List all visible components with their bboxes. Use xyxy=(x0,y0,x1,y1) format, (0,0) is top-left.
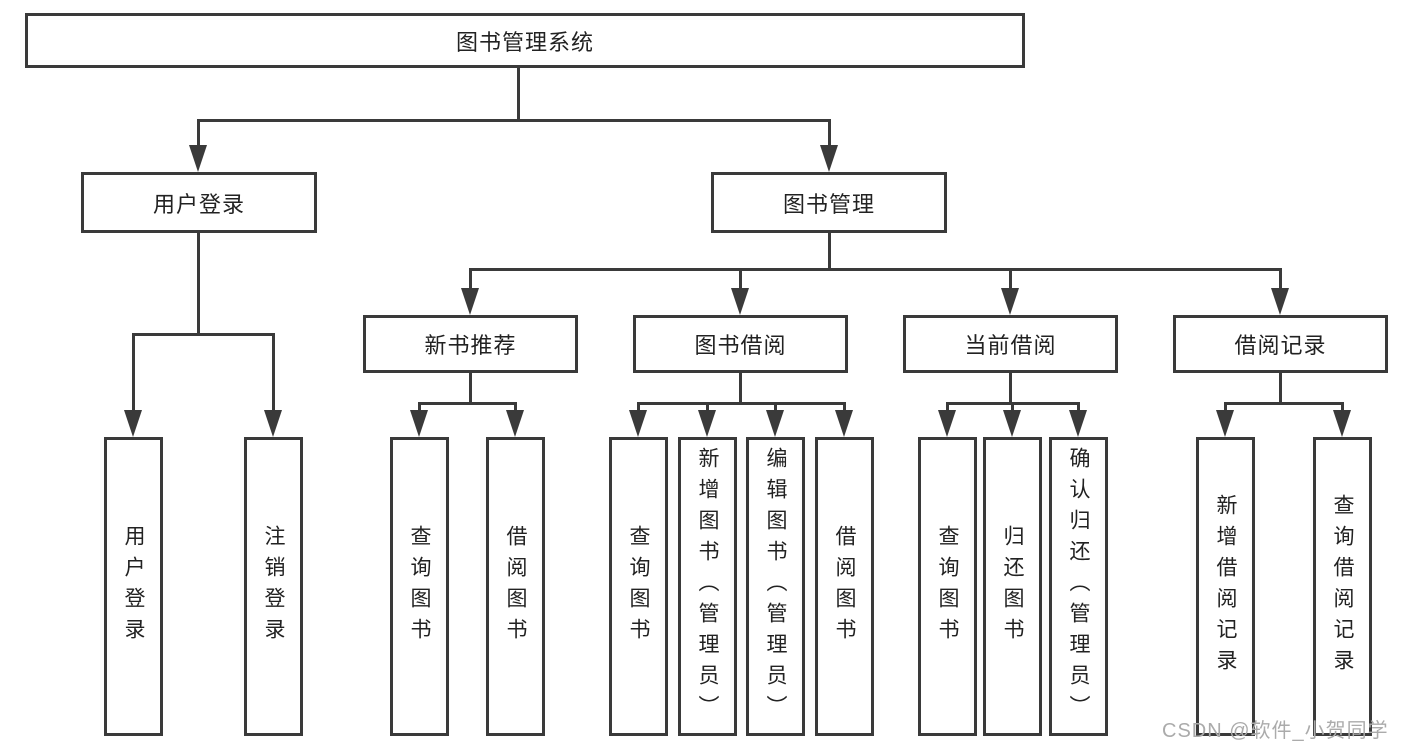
node-label: 用户登录 xyxy=(122,524,145,649)
arrow-down-icon xyxy=(1333,410,1351,437)
node-root: 图书管理系统 xyxy=(25,13,1025,68)
connector-drop xyxy=(272,333,275,411)
node-book-management: 图书管理 xyxy=(711,172,947,233)
arrow-down-icon xyxy=(698,410,716,437)
arrow-down-icon xyxy=(1003,410,1021,437)
node-logout: 注销登录 xyxy=(244,437,303,736)
node-query-borrow-record: 查询借阅记录 xyxy=(1313,437,1372,736)
node-label: 编辑图书（管理员） xyxy=(764,447,787,726)
connector-stem xyxy=(1009,373,1012,405)
connector-stem xyxy=(1279,373,1282,405)
node-query-books-current: 查询图书 xyxy=(918,437,977,736)
connector-rail xyxy=(1224,402,1344,405)
connector-drop xyxy=(843,402,846,411)
node-new-book-recommend: 新书推荐 xyxy=(363,315,578,373)
connector-drop xyxy=(1009,268,1012,289)
arrow-down-icon xyxy=(264,410,282,437)
node-book-borrow: 图书借阅 xyxy=(633,315,848,373)
node-label: 借阅图书 xyxy=(833,524,856,649)
connector-drop xyxy=(946,402,949,411)
node-label: 借阅图书 xyxy=(504,524,527,649)
node-query-books-borrow: 查询图书 xyxy=(609,437,668,736)
arrow-down-icon xyxy=(124,410,142,437)
node-label: 查询借阅记录 xyxy=(1331,493,1354,680)
connector-stem xyxy=(469,373,472,405)
node-label: 新增图书（管理员） xyxy=(696,447,719,726)
arrow-down-icon xyxy=(938,410,956,437)
node-add-borrow-record: 新增借阅记录 xyxy=(1196,437,1255,736)
connector-drop xyxy=(828,119,831,146)
node-add-book-admin: 新增图书（管理员） xyxy=(678,437,737,736)
node-edit-book-admin: 编辑图书（管理员） xyxy=(746,437,805,736)
connector-drop xyxy=(1077,402,1080,411)
node-label: 查询图书 xyxy=(627,524,650,649)
arrow-down-icon xyxy=(1216,410,1234,437)
connector-root-stem xyxy=(517,68,520,121)
connector-drop xyxy=(706,402,709,411)
arrow-down-icon xyxy=(461,288,479,315)
connector-drop xyxy=(1341,402,1344,411)
node-label: 图书借阅 xyxy=(694,333,787,358)
node-label: 确认归还（管理员） xyxy=(1067,447,1090,726)
connector-l2-rail xyxy=(197,119,831,122)
connector-drop xyxy=(739,268,742,289)
arrow-down-icon xyxy=(506,410,524,437)
arrow-down-icon xyxy=(1271,288,1289,315)
connector-user-login-rail xyxy=(132,333,275,336)
connector-drop xyxy=(514,402,517,411)
node-current-borrow: 当前借阅 xyxy=(903,315,1118,373)
node-label: 用户登录 xyxy=(152,191,245,217)
arrow-down-icon xyxy=(189,145,207,172)
connector-user-login-stem xyxy=(197,233,200,335)
connector-rail xyxy=(418,402,517,405)
node-label: 查询图书 xyxy=(408,524,431,649)
node-borrow-books: 借阅图书 xyxy=(815,437,874,736)
arrow-down-icon xyxy=(1069,410,1087,437)
connector-drop xyxy=(637,402,640,411)
arrow-down-icon xyxy=(766,410,784,437)
node-login: 用户登录 xyxy=(104,437,163,736)
connector-drop xyxy=(197,119,200,146)
node-query-books-recommend: 查询图书 xyxy=(390,437,449,736)
node-label: 图书管理 xyxy=(782,191,875,217)
node-label: 注销登录 xyxy=(262,524,285,649)
arrow-down-icon xyxy=(1001,288,1019,315)
node-borrow-records: 借阅记录 xyxy=(1173,315,1388,373)
connector-l3-rail xyxy=(469,268,1282,271)
arrow-down-icon xyxy=(835,410,853,437)
node-label: 当前借阅 xyxy=(964,333,1057,358)
connector-drop xyxy=(132,333,135,411)
node-label: 新增借阅记录 xyxy=(1214,493,1237,680)
node-label: 归还图书 xyxy=(1001,524,1024,649)
connector-drop xyxy=(1011,402,1014,411)
connector-rail xyxy=(637,402,846,405)
node-user-login: 用户登录 xyxy=(81,172,317,233)
connector-drop xyxy=(469,268,472,289)
node-label: 查询图书 xyxy=(936,524,959,649)
connector-stem xyxy=(739,373,742,405)
node-label: 图书管理系统 xyxy=(455,29,594,55)
node-label: 借阅记录 xyxy=(1234,333,1327,358)
arrow-down-icon xyxy=(629,410,647,437)
arrow-down-icon xyxy=(410,410,428,437)
connector-drop xyxy=(774,402,777,411)
node-return-books: 归还图书 xyxy=(983,437,1042,736)
connector-book-mgmt-stem xyxy=(828,233,831,270)
csdn-watermark: CSDN @软件_小贺同学 xyxy=(1162,720,1389,742)
arrow-down-icon xyxy=(731,288,749,315)
node-confirm-return-admin: 确认归还（管理员） xyxy=(1049,437,1108,736)
arrow-down-icon xyxy=(820,145,838,172)
node-label: 新书推荐 xyxy=(424,333,517,358)
connector-drop xyxy=(418,402,421,411)
node-borrow-books-recommend: 借阅图书 xyxy=(486,437,545,736)
connector-drop xyxy=(1224,402,1227,411)
connector-drop xyxy=(1279,268,1282,289)
